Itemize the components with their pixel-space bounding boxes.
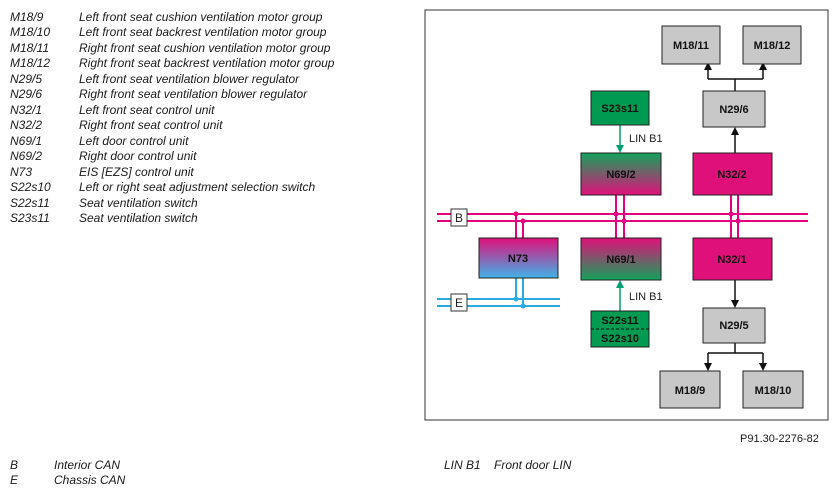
box-n29-6: N29/6 <box>702 90 766 128</box>
box-s22s11-s22s10: S22s11 S22s10 <box>590 310 650 348</box>
box-m18-12-label: M18/12 <box>754 40 791 52</box>
box-n69-2-label: N69/2 <box>606 169 635 181</box>
box-m18-10: M18/10 <box>742 370 804 409</box>
bus-b-label: B <box>455 211 463 225</box>
door-unit-can-connections <box>615 195 625 238</box>
box-m18-11: M18/11 <box>661 25 721 65</box>
box-s23s11: S23s11 <box>590 90 650 126</box>
bus-b-label-box <box>450 208 468 227</box>
box-m18-9: M18/9 <box>659 370 721 409</box>
control-arrows <box>704 62 767 371</box>
box-s23s11-label: S23s11 <box>601 103 638 115</box>
box-n29-5-label: N29/5 <box>719 320 748 332</box>
box-m18-10-label: M18/10 <box>755 385 792 397</box>
n73-can-connections <box>515 214 524 306</box>
box-n32-1-label: N32/1 <box>717 254 746 266</box>
box-n69-1: N69/1 <box>580 237 662 281</box>
box-n73: N73 <box>478 237 559 279</box>
box-n29-6-label: N29/6 <box>719 104 748 116</box>
box-n29-5: N29/5 <box>702 307 766 344</box>
bus-e-label: E <box>455 296 463 310</box>
box-m18-9-label: M18/9 <box>675 385 706 397</box>
box-n73-label: N73 <box>508 253 528 265</box>
box-n32-2-label: N32/2 <box>717 169 746 181</box>
lin-top-label: LIN B1 <box>629 133 663 145</box>
bus-e-label-box <box>450 293 468 312</box>
seat-unit-can-connections <box>730 195 739 238</box>
box-n69-2: N69/2 <box>580 152 662 196</box>
box-s22s11-label: S22s11 <box>601 315 638 327</box>
box-n32-1: N32/1 <box>692 237 773 281</box>
box-m18-11-label: M18/11 <box>673 40 709 52</box>
box-n69-1-label: N69/1 <box>606 254 635 266</box>
box-m18-12: M18/12 <box>742 25 802 65</box>
box-s22s10-label: S22s10 <box>601 333 639 345</box>
box-n32-2: N32/2 <box>692 152 773 196</box>
figure-reference: P91.30-2276-82 <box>740 433 819 445</box>
lin-bottom-label: LIN B1 <box>629 291 663 303</box>
